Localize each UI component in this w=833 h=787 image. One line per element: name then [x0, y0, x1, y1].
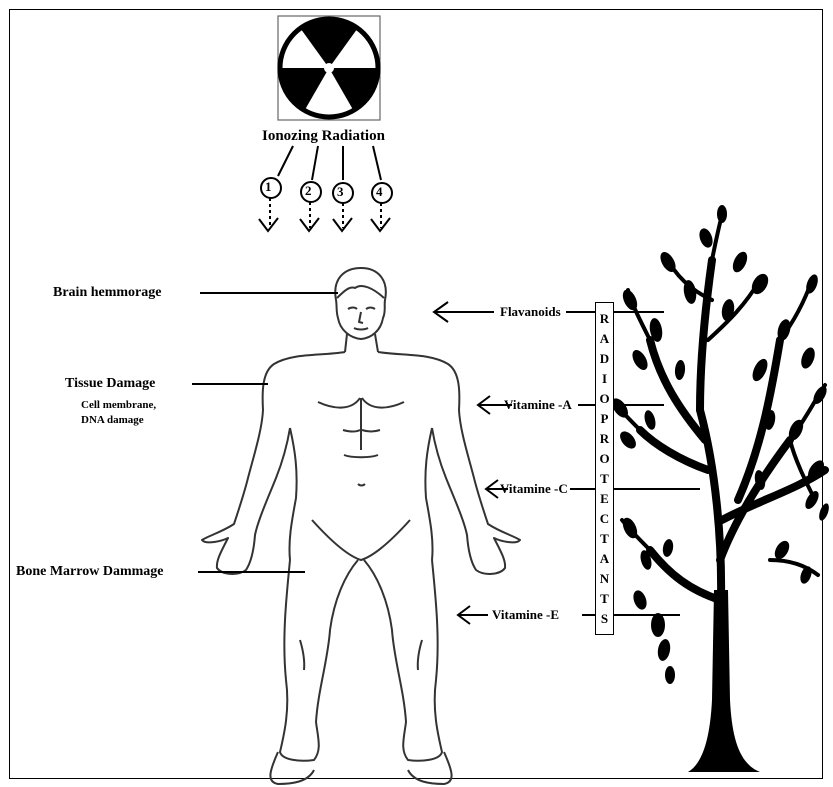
column-letter: D	[600, 349, 609, 369]
column-letter: S	[601, 609, 608, 629]
column-letter: O	[599, 389, 609, 409]
radiation-path-label-4: 4	[376, 184, 383, 200]
radiation-trefoil-icon	[278, 16, 380, 120]
protectant-vitamin-a: Vitamine -A	[504, 397, 572, 413]
column-letter: P	[601, 409, 609, 429]
column-letter: A	[600, 329, 609, 349]
tissue-damage-label: Tissue Damage	[65, 376, 155, 393]
radiation-title: Ionozing Radiation	[262, 127, 385, 145]
radiation-path-label-3: 3	[337, 184, 344, 200]
column-letter: T	[600, 529, 609, 549]
column-letter: T	[600, 469, 609, 489]
column-letter: A	[600, 549, 609, 569]
column-letter: T	[600, 589, 609, 609]
column-letter: O	[599, 449, 609, 469]
column-letter: I	[602, 369, 607, 389]
brain-damage-label: Brain hemmorage	[53, 285, 161, 302]
bone-marrow-damage-label: Bone Marrow Dammage	[16, 564, 164, 581]
column-letter: E	[600, 489, 609, 509]
column-letter: C	[600, 509, 609, 529]
human-body-outline	[202, 268, 520, 784]
protectant-vitamin-e: Vitamine -E	[492, 607, 559, 623]
damage-leader-lines	[192, 293, 338, 572]
column-letter: R	[600, 309, 609, 329]
protectant-arrows	[434, 302, 512, 624]
protectant-vitamin-c: Vitamine -C	[500, 481, 568, 497]
radiation-path-label-1: 1	[265, 179, 272, 195]
tissue-detail-line-2: DNA damage	[81, 414, 144, 427]
radiation-paths	[259, 146, 392, 231]
radioprotectants-letters: R A D I O P R O T E C T A N T S	[596, 309, 613, 629]
radiation-path-label-2: 2	[305, 183, 312, 199]
column-letter: N	[600, 569, 609, 589]
radioprotectants-column: R A D I O P R O T E C T A N T S	[595, 302, 614, 635]
column-letter: R	[600, 429, 609, 449]
tissue-detail-line-1: Cell membrane,	[81, 399, 156, 412]
protectant-flavanoids: Flavanoids	[500, 304, 561, 320]
